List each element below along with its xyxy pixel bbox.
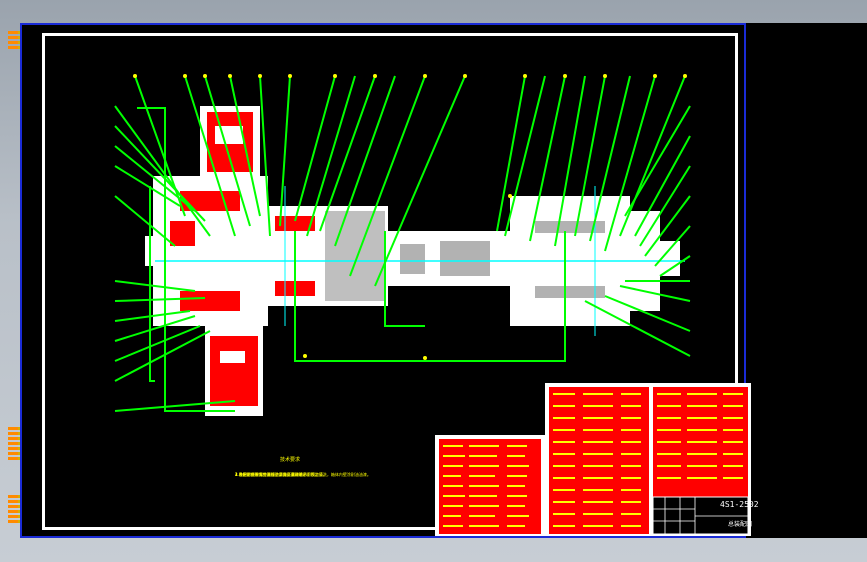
note-line: 4.各密封处不允许漏油，剖分面允许涂密封胶。: [235, 472, 319, 477]
leader-lines: [114, 75, 691, 412]
leader-frame: [137, 107, 235, 412]
parts-list-table: 4S1-2502 总装配图: [435, 383, 759, 536]
note-line: 1.装配前所有零件用煤油清洗，滚动轴承用汽油清洗，箱体内壁涂耐油油漆。: [235, 472, 371, 477]
side-panel: [746, 23, 867, 538]
shaft-middle: [385, 231, 515, 286]
toolbar-tabs-middle[interactable]: [8, 427, 20, 462]
note-line: 3.装配后应按规定进行空载和负载试验。: [235, 472, 307, 477]
toolbar-tabs-top[interactable]: [8, 31, 20, 51]
drawing-number: 4S1-2502: [720, 500, 759, 509]
drawing-title: 总装配图: [728, 521, 753, 528]
note-line: 2.齿轮副侧隙用铅丝检验，保证侧隙不小于规定值。: [235, 472, 327, 477]
assembly-drawing: [114, 74, 691, 416]
toolbar-tabs-bottom[interactable]: [8, 495, 20, 525]
balloon-markers: [133, 74, 687, 360]
cad-viewport[interactable]: 技术要求 1.装配前所有零件用煤油清洗，滚动轴承用汽油清洗，箱体内壁涂耐油油漆。…: [20, 23, 759, 538]
drawing-sheet: 技术要求 1.装配前所有零件用煤油清洗，滚动轴承用汽油清洗，箱体内壁涂耐油油漆。…: [42, 33, 759, 536]
left-housing-lower-section: [210, 336, 258, 406]
notes-heading: 技术要求: [280, 457, 301, 463]
